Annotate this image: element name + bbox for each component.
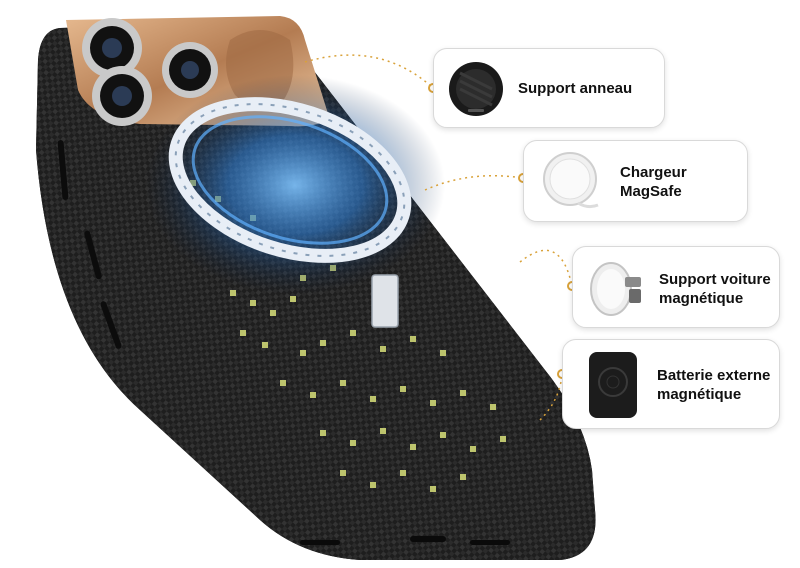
accessory-card-magsafe-charger: Chargeur MagSafe [523, 140, 748, 222]
power-bank-icon [589, 352, 637, 418]
accessory-card-power-bank: Batterie externe magnétique [562, 339, 780, 429]
accessory-label: Batterie externe magnétique [657, 367, 771, 403]
accessory-card-ring-holder: Support anneau [433, 48, 665, 128]
accessory-card-car-mount: Support voiture magnétique [572, 246, 780, 328]
car-mount-icon [590, 262, 641, 316]
accessory-label: Support anneau [518, 80, 633, 97]
accessory-label: Chargeur MagSafe [620, 164, 687, 200]
magsafe-charger-icon [543, 152, 599, 209]
ring-holder-icon [449, 62, 503, 116]
accessory-label: Support voiture magnétique [659, 271, 771, 307]
